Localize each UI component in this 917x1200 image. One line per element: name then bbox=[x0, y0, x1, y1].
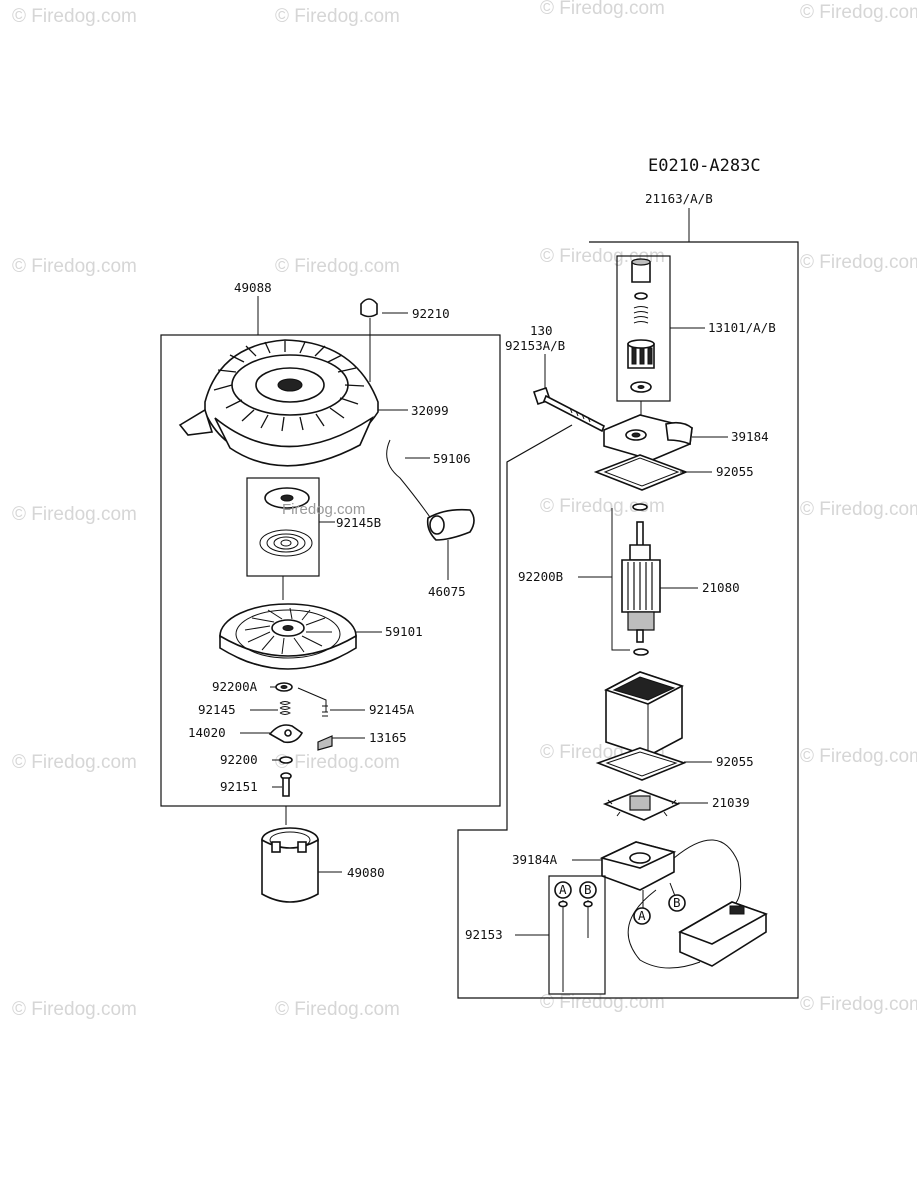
watermark: © Firedog.com bbox=[800, 994, 917, 1015]
label-92200B: 92200B bbox=[518, 569, 563, 584]
label-39184A: 39184A bbox=[512, 852, 558, 867]
marker-label: B bbox=[673, 895, 681, 910]
watermark: © Firedog.com bbox=[275, 999, 400, 1020]
label-21080: 21080 bbox=[702, 580, 740, 595]
label-49088: 49088 bbox=[234, 280, 272, 295]
part-spring-92145A bbox=[297, 687, 365, 717]
electric-starter-assembly: A B A B bbox=[457, 208, 799, 999]
label-59106: 59106 bbox=[433, 451, 471, 466]
part-through-bolts-92153 bbox=[515, 875, 606, 995]
label-13165: 13165 bbox=[369, 730, 407, 745]
part-reel-59101 bbox=[219, 603, 382, 670]
part-washer-92200A bbox=[270, 682, 293, 692]
part-bolt-92151 bbox=[272, 772, 292, 825]
part-brush-holder-21039 bbox=[602, 789, 708, 821]
label-21163AB: 21163/A/B bbox=[645, 191, 713, 206]
part-yoke-housing bbox=[603, 671, 685, 757]
watermark: © Firedog.com bbox=[275, 256, 400, 277]
label-46075: 46075 bbox=[428, 584, 466, 599]
label-92145: 92145 bbox=[198, 702, 236, 717]
watermark-layer: © Firedog.com © Firedog.com © Firedog.co… bbox=[12, 0, 917, 1020]
label-21039: 21039 bbox=[712, 795, 750, 810]
label-92055-bottom: 92055 bbox=[716, 754, 754, 769]
marker-b-bottom: B bbox=[668, 894, 686, 912]
label-14020: 14020 bbox=[188, 725, 226, 740]
assembly-frame-left bbox=[160, 334, 501, 807]
watermark: © Firedog.com bbox=[275, 6, 400, 27]
part-gasket-92055-bottom bbox=[595, 747, 712, 781]
label-92200A: 92200A bbox=[212, 679, 258, 694]
label-59101: 59101 bbox=[385, 624, 423, 639]
assembly-frame-right bbox=[457, 241, 799, 999]
label-39184: 39184 bbox=[731, 429, 769, 444]
watermark: © Firedog.com bbox=[800, 499, 917, 520]
label-49080: 49080 bbox=[347, 865, 385, 880]
watermark: © Firedog.com bbox=[800, 746, 917, 767]
watermark: © Firedog.com bbox=[540, 0, 665, 19]
label-92153: 92153 bbox=[465, 927, 503, 942]
part-cup-49080 bbox=[261, 827, 342, 903]
watermark: © Firedog.com bbox=[12, 504, 137, 525]
label-92145A: 92145A bbox=[369, 702, 415, 717]
recoil-starter-assembly bbox=[160, 296, 501, 903]
label-92153AB: 92153A/B bbox=[505, 338, 565, 353]
watermark: © Firedog.com bbox=[800, 252, 917, 273]
watermark: © Firedog.com bbox=[12, 999, 137, 1020]
label-13101AB: 13101/A/B bbox=[708, 320, 776, 335]
part-armature-21080 bbox=[578, 503, 698, 656]
part-pinion-13101 bbox=[616, 255, 705, 420]
marker-label: A bbox=[638, 908, 646, 923]
watermark: © Firedog.com bbox=[275, 752, 400, 773]
diagram-code: E0210-A283C bbox=[648, 156, 761, 176]
watermark: © Firedog.com bbox=[540, 496, 665, 517]
label-130: 130 bbox=[530, 323, 553, 338]
marker-a-bottom: A bbox=[633, 907, 651, 925]
watermark: © Firedog.com bbox=[12, 256, 137, 277]
label-92151: 92151 bbox=[220, 779, 258, 794]
label-92055-top: 92055 bbox=[716, 464, 754, 479]
part-bracket-39184 bbox=[603, 414, 728, 461]
part-guide-13165 bbox=[317, 735, 365, 751]
label-32099: 32099 bbox=[411, 403, 449, 418]
part-rope-59106 bbox=[386, 439, 433, 521]
overlay-watermark: Firedog.com bbox=[282, 501, 365, 518]
label-92210: 92210 bbox=[412, 306, 450, 321]
part-nut-92210 bbox=[360, 298, 408, 382]
label-92200: 92200 bbox=[220, 752, 258, 767]
part-gasket-92055-top bbox=[593, 454, 712, 491]
part-starter-cover-32099 bbox=[178, 339, 408, 467]
marker-b-top: B bbox=[579, 881, 597, 899]
part-spring-92145B bbox=[246, 477, 335, 600]
part-washer-92200 bbox=[272, 756, 293, 764]
marker-label: B bbox=[584, 882, 592, 897]
part-labels: 49088 92210 32099 59106 92145B 46075 591… bbox=[188, 191, 776, 942]
part-bolt-92153AB bbox=[532, 354, 606, 433]
watermark: © Firedog.com bbox=[12, 6, 137, 27]
marker-label: A bbox=[559, 882, 567, 897]
part-ratchet-14020 bbox=[240, 724, 304, 744]
watermark: © Firedog.com bbox=[12, 752, 137, 773]
watermark: © Firedog.com bbox=[540, 992, 665, 1013]
part-spring-92145 bbox=[250, 701, 291, 715]
part-handle-46075 bbox=[426, 508, 475, 580]
marker-a-top: A bbox=[554, 881, 572, 899]
watermark: © Firedog.com bbox=[800, 2, 917, 23]
label-92145B: 92145B bbox=[336, 515, 381, 530]
